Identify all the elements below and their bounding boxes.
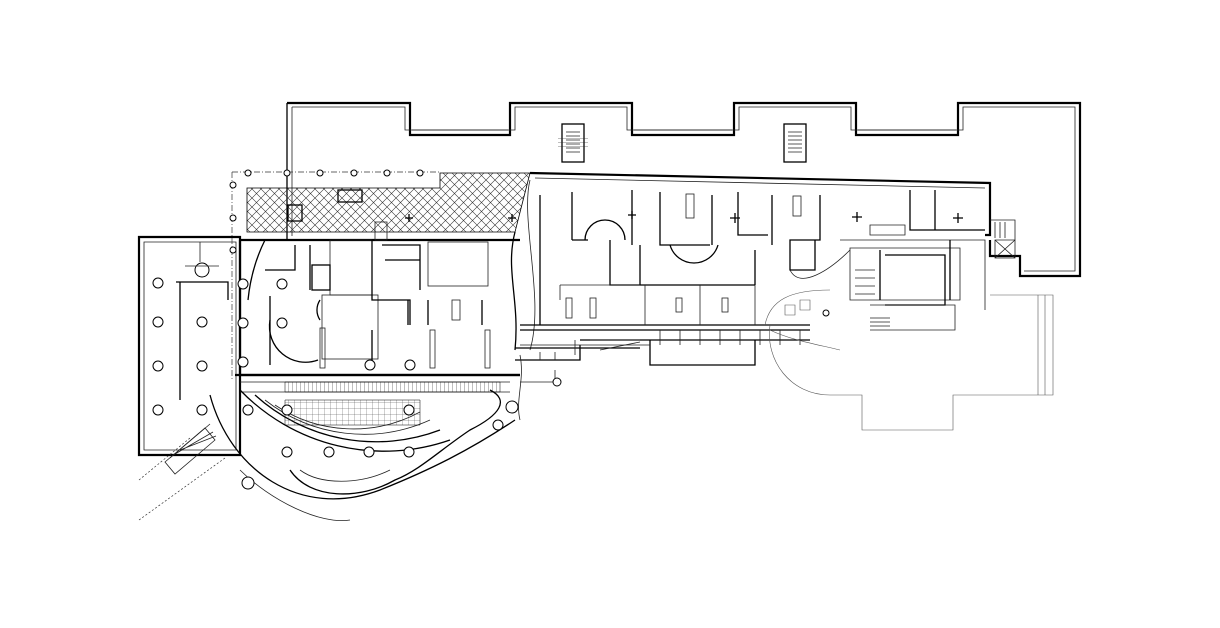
east-annex [840,190,1016,331]
west-pavilion-columns [152,262,219,416]
stair-north-left [558,123,588,163]
stair-north-right [783,123,807,163]
central-rooms [405,190,963,325]
south-corridor [515,330,810,421]
east-terrace [764,289,1054,431]
west-pavilion [137,235,242,457]
west-hall [237,221,491,371]
amphitheater [209,373,520,522]
hatched-terrace [246,172,531,233]
north-wing [286,101,1082,278]
entry-ramp [138,423,226,521]
colonnade-line [229,169,991,380]
